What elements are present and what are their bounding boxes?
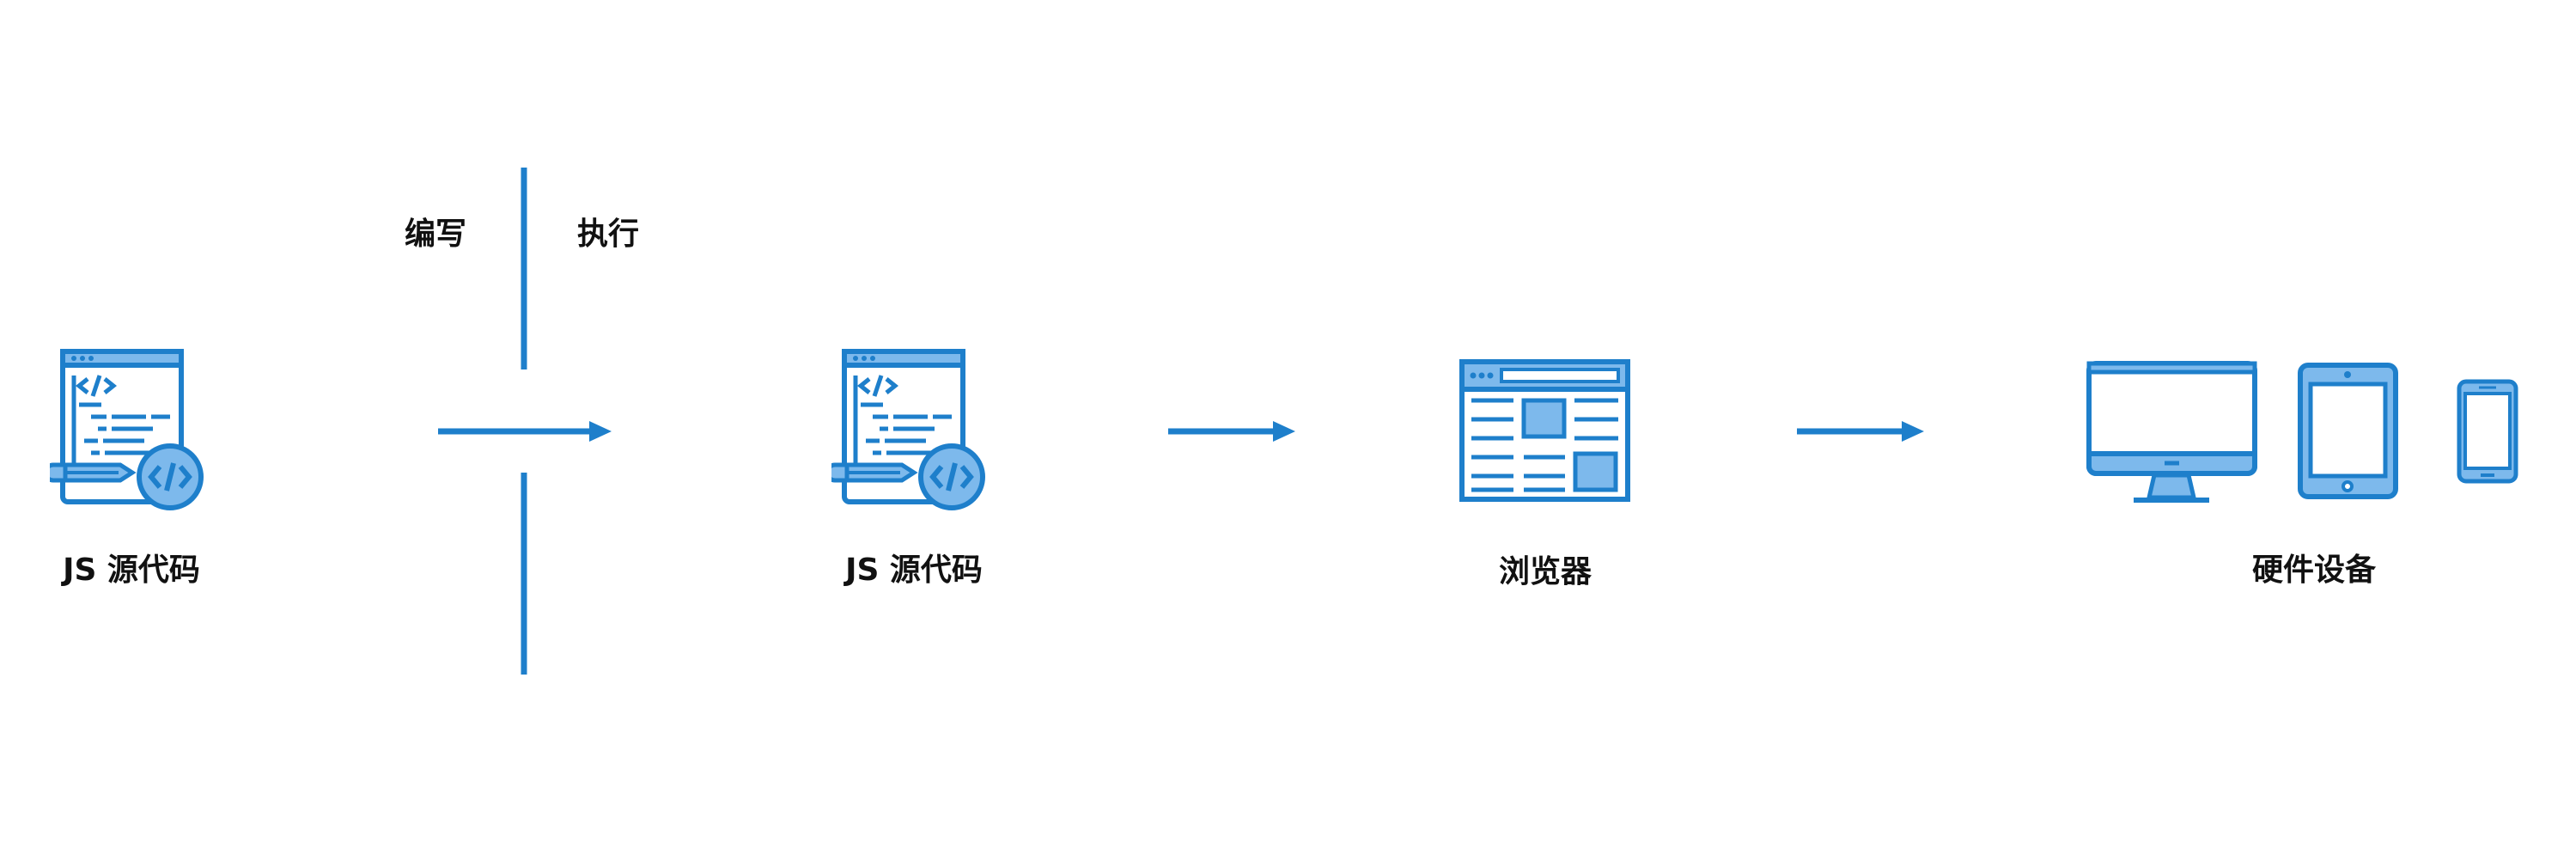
- arrow-source-to-browser: [1168, 421, 1295, 442]
- arrow-browser-to-devices: [1797, 421, 1924, 442]
- phase-label-write: 编写: [404, 217, 467, 252]
- smartphone-icon: [2457, 379, 2518, 484]
- node-label-source-code-2: JS 源代码: [845, 553, 983, 588]
- code-file-icon: [46, 351, 201, 508]
- node-label-devices: 硬件设备: [2251, 553, 2377, 588]
- code-file-icon: [827, 351, 983, 508]
- browser-window-icon: [1459, 359, 1630, 502]
- arrow-source-to-source: [438, 421, 612, 442]
- node-label-browser: 浏览器: [1498, 554, 1592, 589]
- node-label-source-code: JS 源代码: [63, 553, 200, 588]
- phase-label-execute: 执行: [576, 217, 640, 252]
- desktop-monitor-icon: [2086, 361, 2257, 503]
- tablet-icon: [2298, 363, 2398, 499]
